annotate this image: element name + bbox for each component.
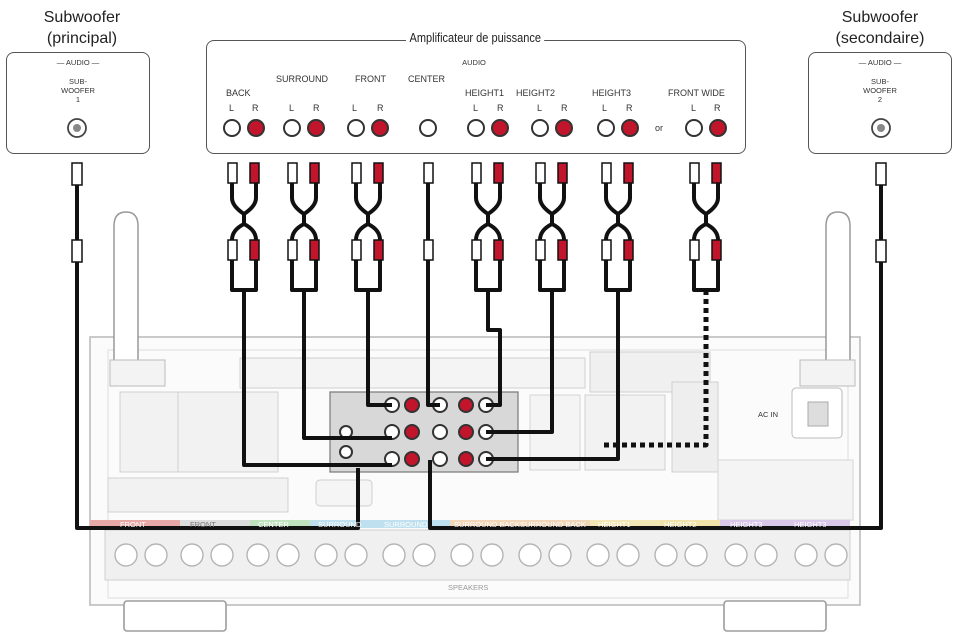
label-strip-front xyxy=(90,520,180,528)
power-amplifier-title: Amplificateur de puissance xyxy=(406,31,545,45)
subwoofer-jacks xyxy=(67,118,891,138)
height1-r-label: R xyxy=(497,103,504,113)
label-strip-center xyxy=(250,520,310,528)
terminal-label-height3-r: HEIGHT3 xyxy=(794,520,827,529)
subwoofer-secondary-box: — AUDIO — SUB- WOOFER 2 xyxy=(808,52,952,154)
subwoofer-main-title-line1: Subwoofer xyxy=(43,9,121,26)
label-strip-height3 xyxy=(720,520,850,528)
ac-inlet-socket xyxy=(807,401,829,427)
vent-grid-1 xyxy=(671,381,719,473)
label-strip-surround xyxy=(310,520,450,528)
height3-l-label: L xyxy=(602,103,608,113)
subwoofer-secondary-title-line2: (secondaire) xyxy=(835,30,925,47)
terminal-label-front-r: FRONT xyxy=(190,520,216,529)
vent-grid-2 xyxy=(717,459,854,521)
subwoofer-secondary-jack-line2: WOOFER xyxy=(863,86,897,95)
misc-block xyxy=(584,394,666,471)
terminal-label-front: FRONT xyxy=(120,520,146,529)
height1-l-label: L xyxy=(473,103,479,113)
front-r-label: R xyxy=(377,103,384,113)
ac-in-label: AC IN xyxy=(758,410,779,419)
terminal-label-height1: HEIGHT1 xyxy=(598,520,631,529)
serial-port xyxy=(315,479,373,507)
terminal-label-surround-r: SURROUND xyxy=(384,520,428,529)
back-r-label: R xyxy=(252,103,259,113)
subwoofer-secondary-audio-label: — AUDIO — xyxy=(858,58,902,67)
height3-r-label: R xyxy=(626,103,633,113)
subwoofer-secondary-jack-line1: SUB- xyxy=(871,77,889,86)
back-l-label: L xyxy=(229,103,235,113)
terminal-label-surround: SURROUND xyxy=(318,520,362,529)
rca-plugs xyxy=(71,162,887,263)
terminal-label-sback-r: SURROUND BACK xyxy=(520,520,586,529)
terminal-label-center: CENTER xyxy=(258,520,289,529)
channel-surround-label: SURROUND xyxy=(276,74,329,84)
subwoofer-secondary-jack-label: SUB- WOOFER 2 xyxy=(809,77,951,104)
subwoofer-main-jack-line3: 1 xyxy=(75,95,81,104)
speakers-label: SPEAKERS xyxy=(448,583,489,592)
antenna-left-base xyxy=(109,359,166,387)
cables xyxy=(75,183,883,530)
height2-r-label: R xyxy=(561,103,568,113)
subwoofer-main-title-line2: (principal) xyxy=(46,30,118,47)
frontwide-l-label: L xyxy=(691,103,697,113)
receiver-foot-right xyxy=(723,600,827,632)
hdmi-row xyxy=(239,357,586,389)
antenna-right-base xyxy=(799,359,856,387)
channel-height1-label: HEIGHT1 xyxy=(465,88,505,98)
channel-center-label: CENTER xyxy=(408,74,446,84)
channel-height3-label: HEIGHT3 xyxy=(592,88,632,98)
terminal-label-height3: HEIGHT3 xyxy=(730,520,763,529)
surround-r-label: R xyxy=(313,103,320,113)
or-label: or xyxy=(655,123,664,133)
subwoofer-main-audio-label: — AUDIO — xyxy=(56,58,100,67)
input-block-1 xyxy=(119,391,181,473)
subwoofer-main-jack-line2: WOOFER xyxy=(61,86,95,95)
antenna-left xyxy=(113,211,139,373)
subwoofer-secondary-jack-line3: 2 xyxy=(877,95,883,104)
antenna-right xyxy=(825,211,851,373)
subwoofer-main-jack-label: SUB- WOOFER 1 xyxy=(7,77,149,104)
subwoofer-secondary-title-line1: Subwoofer xyxy=(841,9,919,26)
input-block-2 xyxy=(177,391,279,473)
label-strip-height2 xyxy=(660,520,720,528)
subwoofer-main-title: Subwoofer (principal) xyxy=(22,7,142,49)
receiver-foot-left xyxy=(123,600,227,632)
label-strip-height1 xyxy=(590,520,660,528)
height2-l-label: L xyxy=(537,103,543,113)
subwoofer-main-jack-line1: SUB- xyxy=(69,77,87,86)
channel-height2-label: HEIGHT2 xyxy=(516,88,556,98)
label-strip-front-r xyxy=(180,520,250,528)
frontwide-r-label: R xyxy=(714,103,721,113)
power-amplifier-audio-label: AUDIO xyxy=(454,58,494,67)
speaker-terminals xyxy=(114,543,848,567)
terminal-label-height2: HEIGHT2 xyxy=(664,520,697,529)
surround-l-label: L xyxy=(289,103,295,113)
input-block-3 xyxy=(107,477,289,513)
subwoofer-secondary-title: Subwoofer (secondaire) xyxy=(820,7,940,49)
terminal-label-sback: SURROUND BACK xyxy=(454,520,520,529)
front-l-label: L xyxy=(352,103,358,113)
channel-frontwide-label: FRONT WIDE xyxy=(668,88,725,98)
label-strip-sback xyxy=(450,520,590,528)
receiver-graphics xyxy=(89,211,861,632)
amp-jacks xyxy=(223,119,727,137)
channel-back-label: BACK xyxy=(226,88,251,98)
channel-front-label: FRONT xyxy=(355,74,386,84)
